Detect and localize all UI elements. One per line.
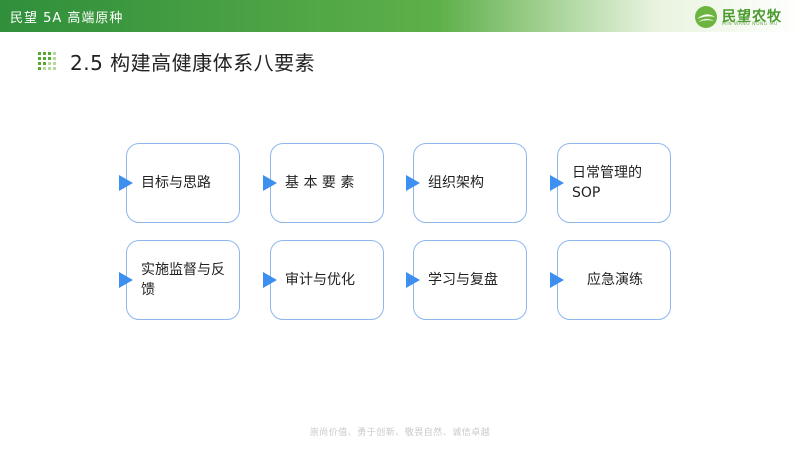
card-label: 基 本 要 素 [285,175,355,191]
header-bar: 民望 5A 高端原种 民望农牧 MIN WANG NONG MU [0,0,800,32]
logo-text: 民望农牧 [722,9,782,25]
card-label: 目标与思路 [141,175,211,191]
card-daily-sop: 日常管理的SOP [557,143,671,223]
card-label: 日常管理的SOP [572,165,642,201]
arrow-right-icon [406,272,420,288]
card-label: 审计与优化 [285,272,355,288]
leaf-logo-icon [695,6,717,28]
card-label: 应急演练 [587,272,643,288]
card-supervision-feedback: 实施监督与反馈 [126,240,240,320]
card-emergency-drill: 应急演练 [557,240,671,320]
page-title: 2.5 构建高健康体系八要素 [70,51,316,75]
company-logo: 民望农牧 MIN WANG NONG MU [694,4,786,30]
card-audit-optimize: 审计与优化 [270,240,384,320]
card-label: 组织架构 [428,175,484,191]
grid-dots-icon [38,52,56,70]
card-goals: 目标与思路 [126,143,240,223]
arrow-right-icon [119,272,133,288]
arrow-right-icon [406,175,420,191]
arrow-right-icon [263,175,277,191]
header-title: 民望 5A 高端原种 [10,11,124,26]
card-learn-review: 学习与复盘 [413,240,527,320]
card-organization: 组织架构 [413,143,527,223]
arrow-right-icon [263,272,277,288]
arrow-right-icon [119,175,133,191]
card-label: 实施监督与反馈 [141,262,225,298]
footer-slogan: 崇尚价值、勇于创新、敬畏自然、诚信卓越 [309,428,491,438]
card-basic-elements: 基 本 要 素 [270,143,384,223]
arrow-right-icon [550,175,564,191]
logo-subtext: MIN WANG NONG MU [722,22,778,27]
arrow-right-icon [550,272,564,288]
card-label: 学习与复盘 [428,272,498,288]
